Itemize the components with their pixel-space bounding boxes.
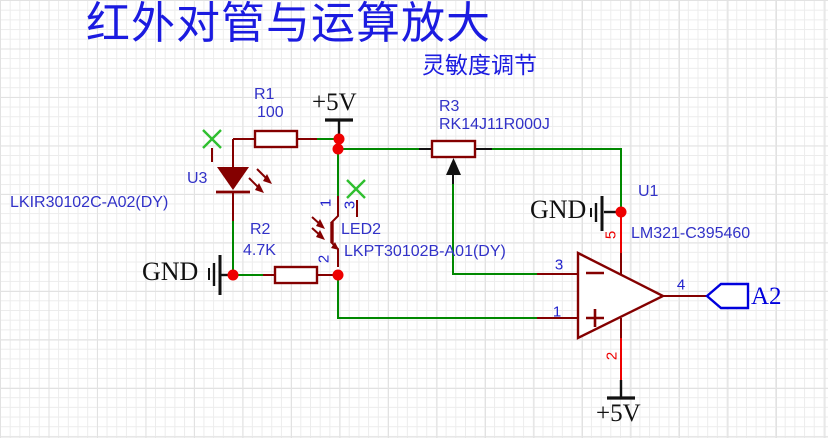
- wire-net[interactable]: [232, 138, 622, 319]
- r2-ref-label[interactable]: R2: [250, 221, 271, 238]
- u1-ref-label[interactable]: U1: [638, 183, 659, 200]
- junction-dot: [615, 206, 627, 218]
- u3-value-label[interactable]: LKIR30102C-A02(DY): [10, 194, 169, 211]
- net-flag-a2-shape[interactable]: [705, 282, 750, 310]
- phototransistor-led2-symbol[interactable]: [311, 196, 358, 267]
- r2-value-label[interactable]: 4.7K: [243, 242, 276, 259]
- emission-arrowhead-icon: [255, 183, 264, 193]
- u1-pin1-number: 1: [552, 303, 562, 321]
- junction-dots: [227, 133, 627, 281]
- photon-arrowhead-icon: [316, 230, 325, 240]
- emission-arrowhead-icon: [263, 174, 272, 184]
- photon-arrowhead-icon: [316, 219, 325, 229]
- junction-dot: [227, 269, 239, 281]
- power-5v-bottom-label[interactable]: +5V: [596, 400, 641, 427]
- opamp-u1-symbol[interactable]: [537, 251, 707, 340]
- r1-value-label[interactable]: 100: [257, 104, 284, 121]
- u1-pin5-number: 5: [602, 230, 620, 240]
- wire-segment[interactable]: [452, 184, 537, 275]
- no-connect-icon[interactable]: [202, 129, 222, 149]
- led2-pin2-number: 2: [315, 254, 333, 264]
- led2-pin3-number: 3: [341, 200, 359, 210]
- led2-ref-label[interactable]: LED2: [341, 221, 382, 238]
- gnd-left-label[interactable]: GND: [142, 257, 199, 286]
- led2-value-label[interactable]: LKPT30102B-A01(DY): [344, 243, 506, 260]
- u1-value-label[interactable]: LM321-C395460: [631, 225, 751, 242]
- junction-dot: [332, 143, 344, 155]
- ground-flag-right[interactable]: [590, 196, 616, 231]
- plus-input-icon: [586, 309, 604, 327]
- wire-segment[interactable]: [337, 275, 537, 319]
- r3-ref-label[interactable]: R3: [439, 98, 460, 115]
- no-connect-icon[interactable]: [346, 179, 366, 199]
- wire-segment[interactable]: [492, 148, 622, 207]
- net-flag-a2-label[interactable]: A2: [751, 283, 782, 310]
- schematic-subtitle[interactable]: 灵敏度调节: [422, 52, 537, 78]
- u1-pin3-number: 3: [554, 256, 564, 274]
- emitter-arrowhead-icon: [331, 242, 339, 250]
- junction-dot: [333, 133, 345, 145]
- led2-pin1-number: 1: [317, 198, 335, 208]
- ir-led-u3-symbol[interactable]: [211, 139, 272, 221]
- u1-pin2-number: 2: [603, 351, 621, 361]
- ground-flag-left[interactable]: [208, 255, 230, 295]
- wiper-arrow-icon: [446, 158, 461, 175]
- junction-dot: [332, 269, 344, 281]
- resistor-r2-symbol[interactable]: [263, 265, 338, 285]
- u3-ref-label[interactable]: U3: [187, 170, 208, 187]
- resistor-r1-symbol[interactable]: [233, 129, 317, 149]
- gnd-right-label[interactable]: GND: [530, 195, 587, 224]
- schematic-title[interactable]: 红外对管与运算放大: [86, 0, 491, 48]
- r3-value-label[interactable]: RK14J11R000J: [439, 116, 550, 133]
- r1-ref-label[interactable]: R1: [254, 86, 275, 103]
- power-5v-top-label[interactable]: +5V: [312, 89, 357, 116]
- power-flag-5v-bottom[interactable]: [607, 380, 635, 400]
- potentiometer-r3-symbol[interactable]: [419, 139, 492, 184]
- u1-pin4-number: 4: [676, 276, 686, 294]
